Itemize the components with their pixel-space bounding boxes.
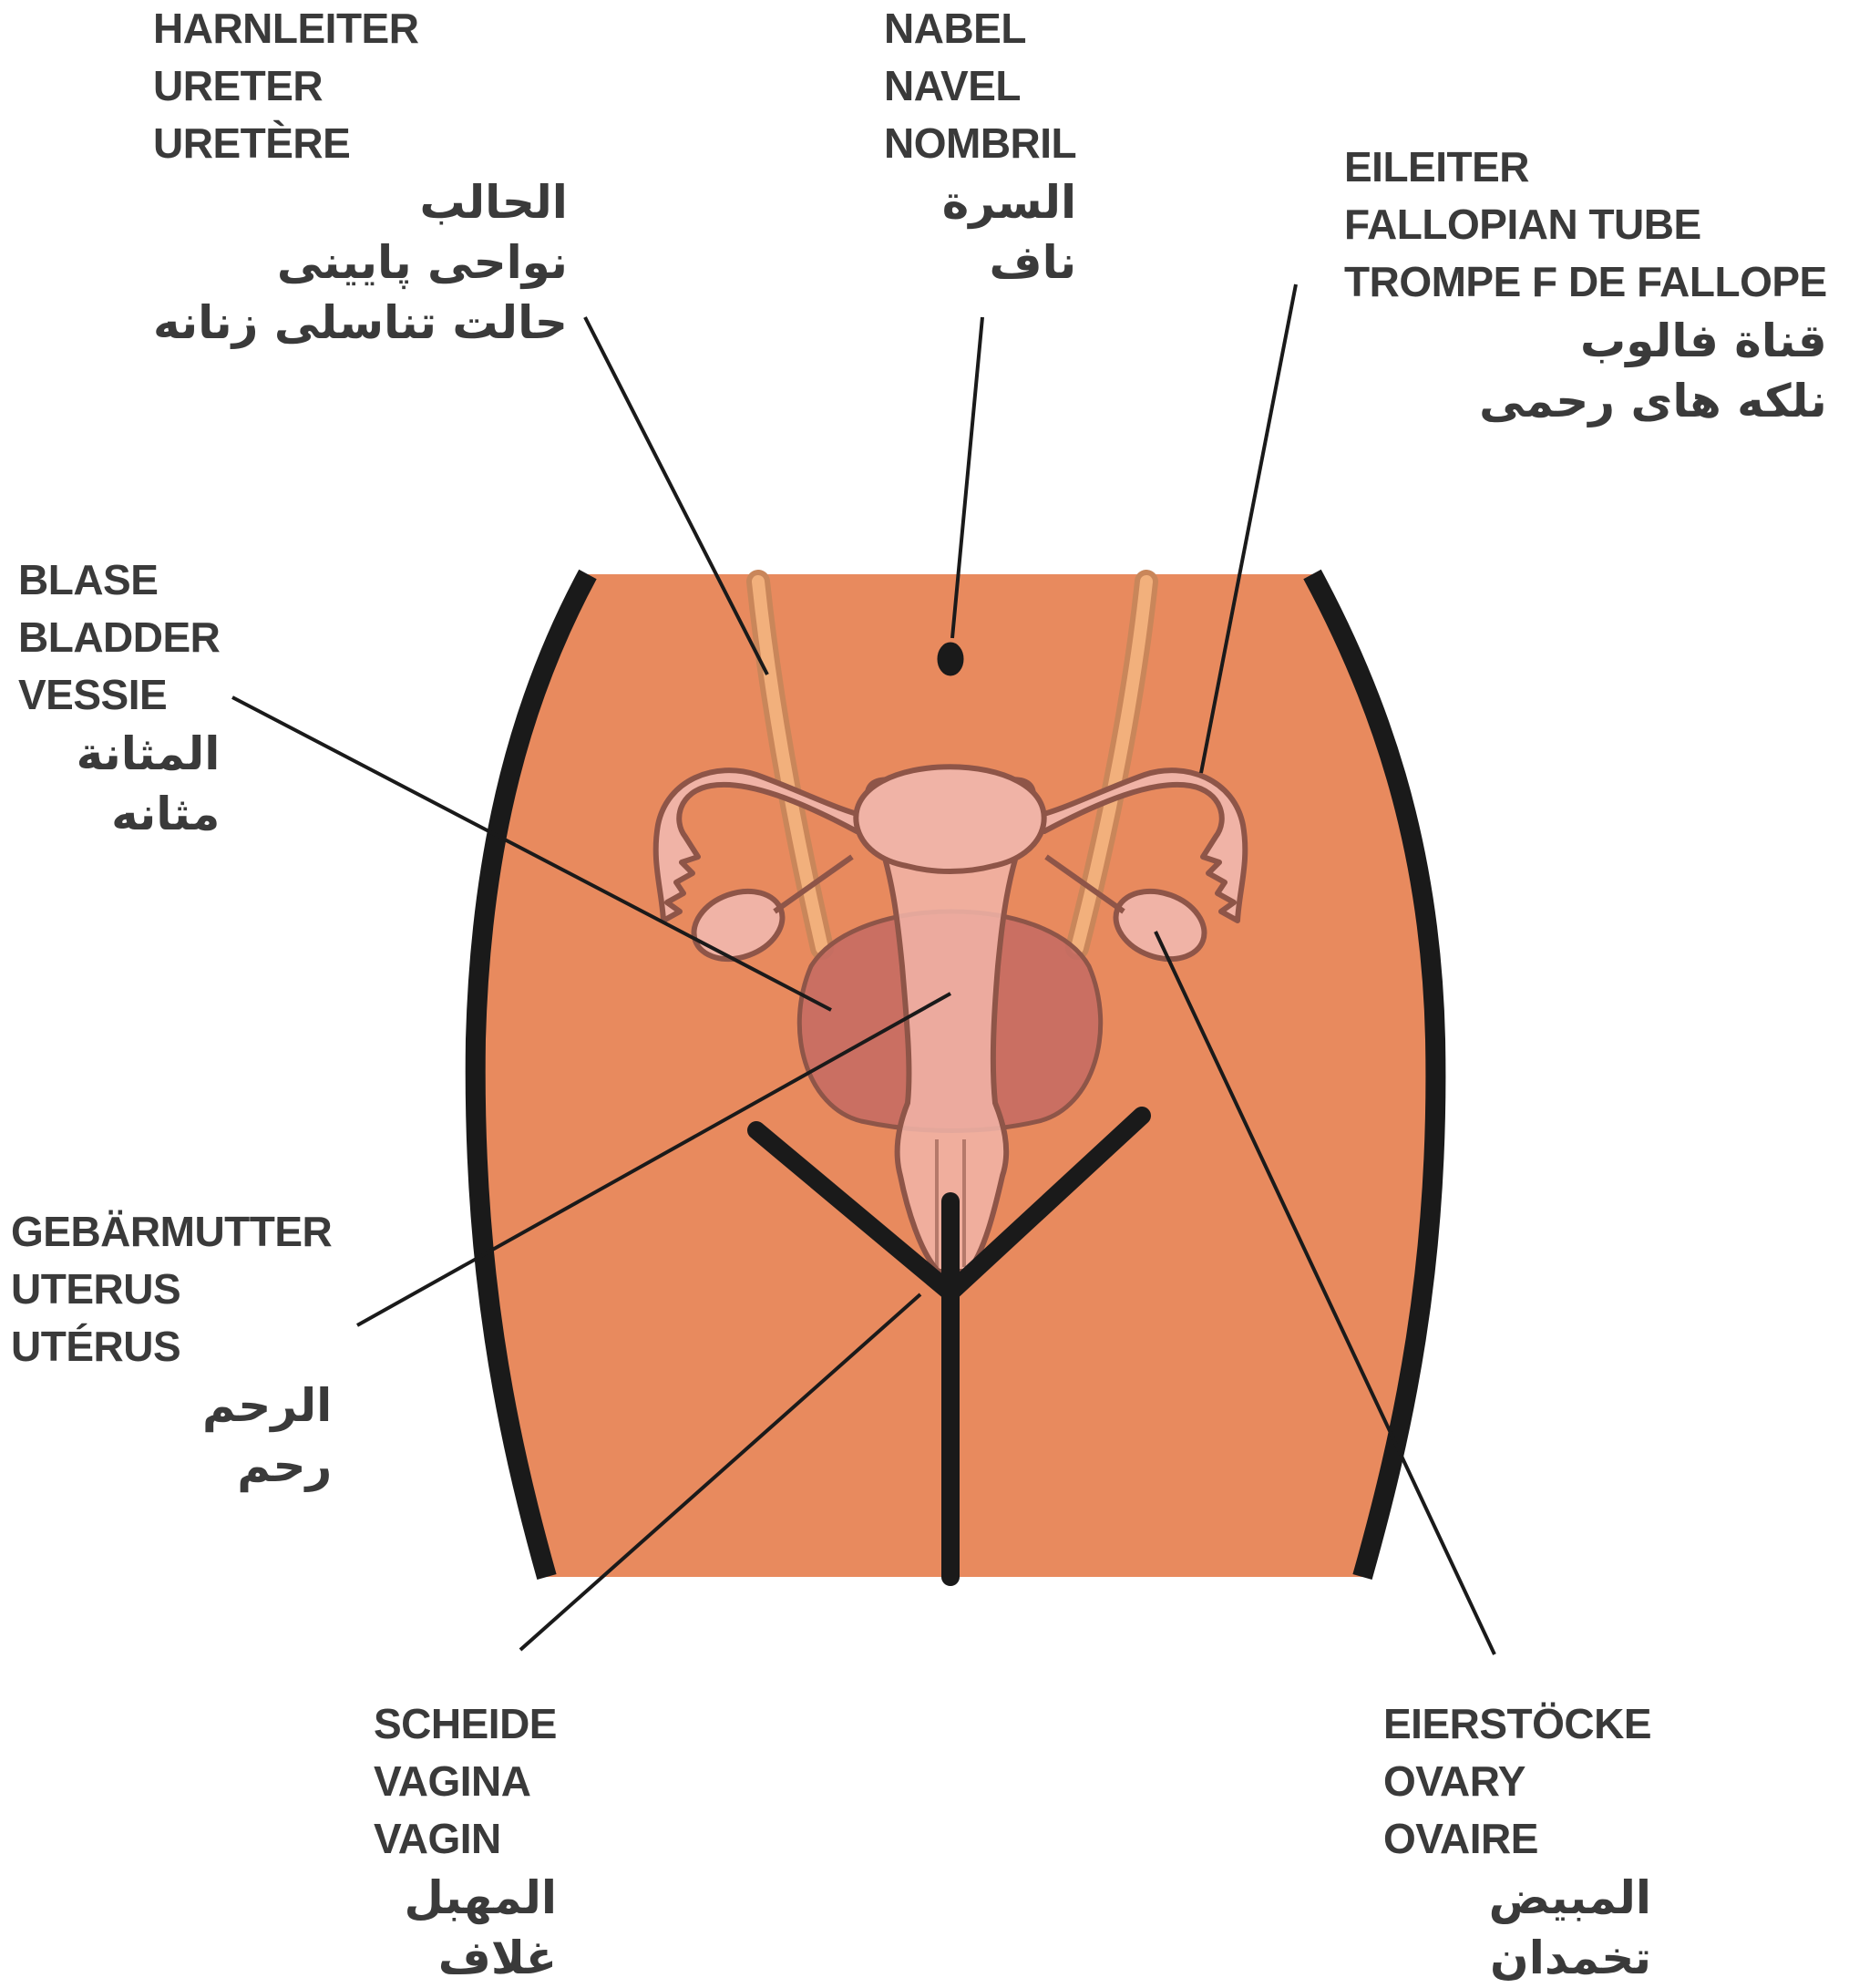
label-ovary-fr: OVAIRE <box>1383 1810 1651 1868</box>
label-vagina: SCHEIDE VAGINA VAGIN المهبل غلاف <box>374 1695 557 1988</box>
label-fallopian-tube: EILEITER FALLOPIAN TUBE TROMPE F DE FALL… <box>1344 139 1827 431</box>
label-uterus-fr: UTÉRUS <box>11 1318 332 1375</box>
label-uterus-en: UTERUS <box>11 1261 332 1318</box>
label-navel: NABEL NAVEL NOMBRIL السرة ناف <box>884 0 1076 293</box>
navel-mark <box>938 643 963 675</box>
label-vagina-en: VAGINA <box>374 1753 557 1810</box>
label-uterus-de: GEBÄRMUTTER <box>11 1203 332 1261</box>
label-ovary-en: OVARY <box>1383 1753 1651 1810</box>
label-vagina-ar: المهبل <box>374 1868 557 1928</box>
label-ureter-en: URETER <box>153 57 568 115</box>
label-uterus: GEBÄRMUTTER UTERUS UTÉRUS الرحم رحم <box>11 1203 332 1496</box>
label-fallopian-tube-fa: نلکه های رحمی <box>1344 371 1827 431</box>
label-ureter-de: HARNLEITER <box>153 0 568 57</box>
label-fallopian-tube-de: EILEITER <box>1344 139 1827 196</box>
label-uterus-ar: الرحم <box>11 1375 332 1436</box>
uterus-top <box>856 767 1043 871</box>
label-ovary-de: EIERSTÖCKE <box>1383 1695 1651 1753</box>
label-uterus-fa: رحم <box>11 1436 332 1496</box>
label-ureter-fa-1: نواحی پایینی <box>153 232 568 293</box>
label-fallopian-tube-ar: قناة فالوب <box>1344 311 1827 371</box>
label-bladder-fa: مثانه <box>18 784 220 844</box>
label-bladder: BLASE BLADDER VESSIE المثانة مثانه <box>18 551 220 844</box>
label-bladder-ar: المثانة <box>18 724 220 784</box>
label-ovary: EIERSTÖCKE OVARY OVAIRE المبيض تخمدان <box>1383 1695 1651 1988</box>
label-ovary-fa: تخمدان <box>1383 1928 1651 1988</box>
label-ovary-ar: المبيض <box>1383 1868 1651 1928</box>
label-vagina-fa: غلاف <box>374 1928 557 1988</box>
label-fallopian-tube-fr: TROMPE F DE FALLOPE <box>1344 253 1827 311</box>
label-fallopian-tube-en: FALLOPIAN TUBE <box>1344 196 1827 253</box>
label-ureter-ar: الحالب <box>153 172 568 232</box>
label-navel-fr: NOMBRIL <box>884 115 1076 172</box>
label-bladder-de: BLASE <box>18 551 220 609</box>
label-bladder-en: BLADDER <box>18 609 220 666</box>
label-ureter: HARNLEITER URETER URETÈRE الحالب نواحی پ… <box>153 0 568 353</box>
label-navel-fa: ناف <box>884 232 1076 293</box>
label-bladder-fr: VESSIE <box>18 666 220 724</box>
label-navel-de: NABEL <box>884 0 1076 57</box>
label-navel-en: NAVEL <box>884 57 1076 115</box>
label-ureter-fa-2: حالت تناسلی زنانه <box>153 293 568 353</box>
label-ureter-fr: URETÈRE <box>153 115 568 172</box>
label-vagina-fr: VAGIN <box>374 1810 557 1868</box>
label-navel-ar: السرة <box>884 172 1076 232</box>
label-vagina-de: SCHEIDE <box>374 1695 557 1753</box>
